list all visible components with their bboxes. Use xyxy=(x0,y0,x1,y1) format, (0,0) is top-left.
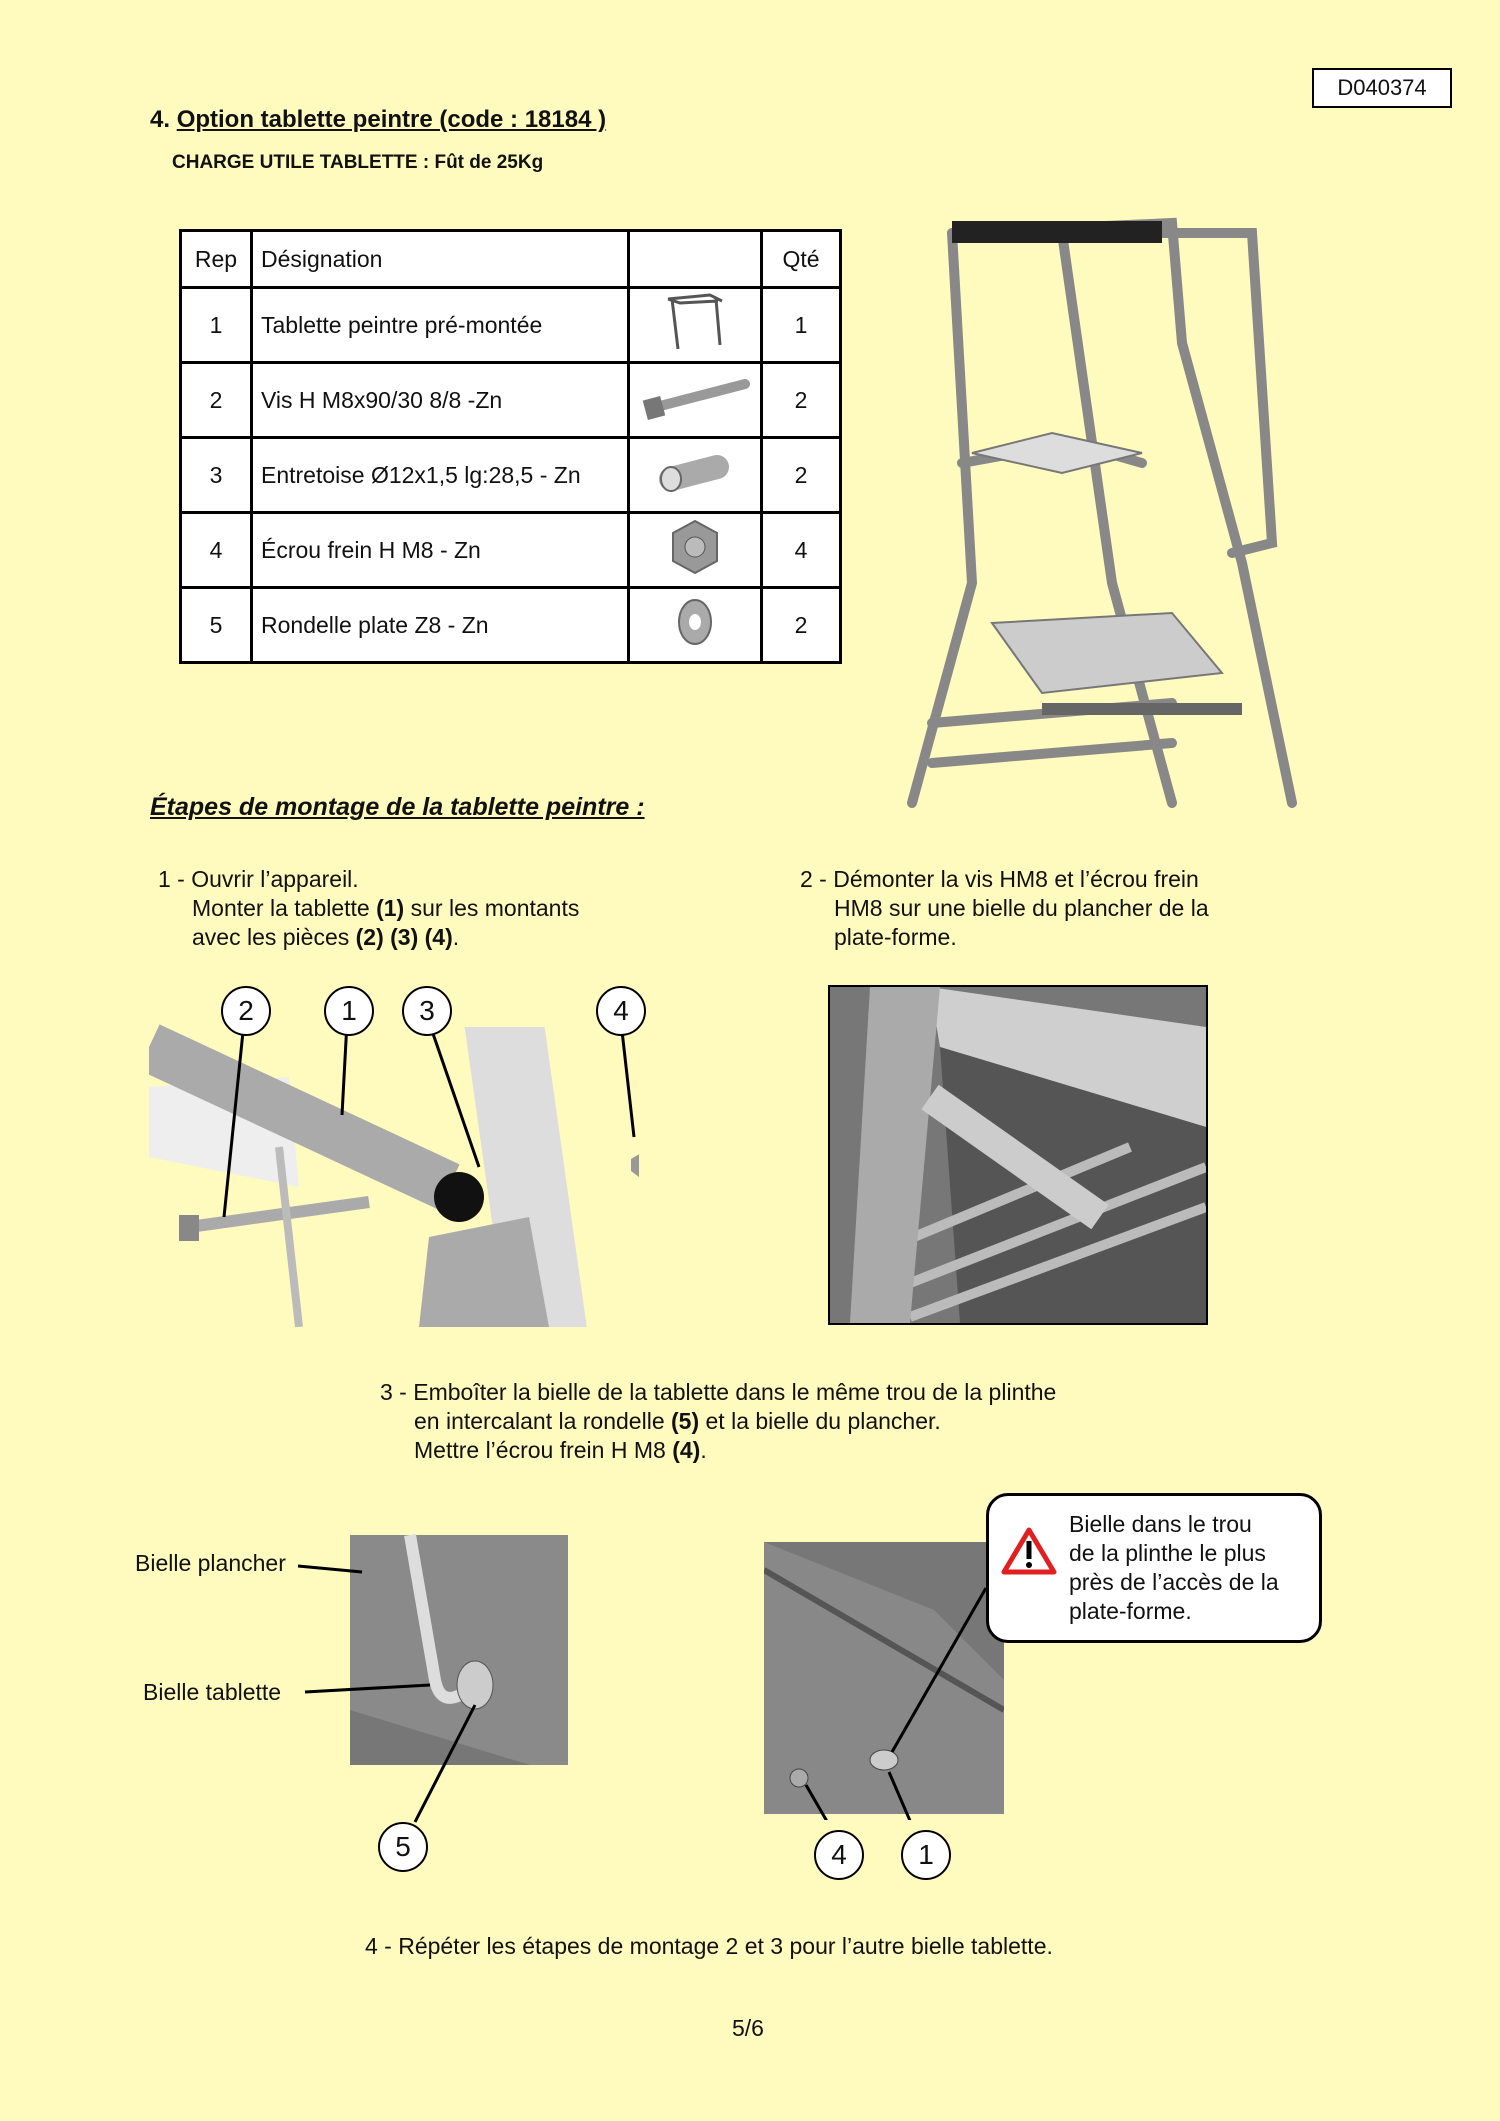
ref: (5) xyxy=(671,1408,700,1434)
step-1-line: avec les pièces (2) (3) (4). xyxy=(158,923,579,952)
qty: 2 xyxy=(760,436,842,514)
steps-heading: Étapes de montage de la tablette peintre… xyxy=(150,793,645,821)
washer-icon xyxy=(627,586,763,664)
designation: Écrou frein H M8 - Zn xyxy=(250,511,630,589)
ref: (1) xyxy=(376,895,405,921)
step-1-line: 1 - Ouvrir l’appareil. xyxy=(158,866,359,892)
tablet-frame-icon xyxy=(627,286,763,364)
rep: 5 xyxy=(179,586,253,664)
designation: Tablette peintre pré-montée xyxy=(250,286,630,364)
text: . xyxy=(700,1437,707,1463)
section-title-text: Option tablette peintre (code : 18184 ) xyxy=(176,106,607,133)
qty: 1 xyxy=(760,286,842,364)
label-bielle-plancher: Bielle plancher xyxy=(135,1550,286,1576)
warning-line: Bielle dans le trou xyxy=(1069,1511,1252,1537)
header-qty: Qté xyxy=(760,229,842,289)
ladder-illustration xyxy=(907,217,1297,808)
designation: Entretoise Ø12x1,5 lg:28,5 - Zn xyxy=(250,436,630,514)
spacer-icon xyxy=(627,436,763,514)
warning-line: plate-forme. xyxy=(1069,1598,1192,1624)
page-number: 5/6 xyxy=(732,2015,764,2041)
step-3-left-figure xyxy=(297,1533,568,1823)
warning-text: Bielle dans le trou de la plinthe le plu… xyxy=(1069,1510,1279,1626)
text: en intercalant la rondelle xyxy=(414,1408,671,1434)
section-title: 4. Option tablette peintre (code : 18184… xyxy=(150,106,606,134)
callout-2: 2 xyxy=(221,986,271,1036)
header-rep: Rep xyxy=(179,229,253,289)
callout-3: 3 xyxy=(402,986,452,1036)
ref: (4) xyxy=(672,1437,701,1463)
label-bielle-tablette: Bielle tablette xyxy=(143,1679,282,1705)
text: Monter la tablette xyxy=(192,895,377,921)
designation: Vis H M8x90/30 8/8 -Zn xyxy=(250,361,630,439)
warning-box: Bielle dans le trou de la plinthe le plu… xyxy=(986,1493,1322,1643)
step-4-text: 4 - Répéter les étapes de montage 2 et 3… xyxy=(365,1933,1053,1959)
designation: Rondelle plate Z8 - Zn xyxy=(250,586,630,664)
step-1-line: Monter la tablette (1) sur les montants xyxy=(158,894,579,923)
step-2-text: 2 - Démonter la vis HM8 et l’écrou frein… xyxy=(800,865,1209,952)
step-2-line: plate-forme. xyxy=(834,924,957,950)
warning-line: près de l’accès de la xyxy=(1069,1569,1279,1595)
ref: (2) (3) (4) xyxy=(355,924,453,950)
callout-5: 5 xyxy=(378,1822,428,1872)
text: Mettre l’écrou frein H M8 xyxy=(414,1437,673,1463)
load-capacity: CHARGE UTILE TABLETTE : Fût de 25Kg xyxy=(172,152,544,173)
text: sur les montants xyxy=(404,895,580,921)
step-3-line: Mettre l’écrou frein H M8 (4). xyxy=(380,1436,1056,1465)
step-2-line: HM8 sur une bielle du plancher de la xyxy=(834,895,1209,921)
step-3-right-figure xyxy=(764,1542,1004,1820)
callout-1: 1 xyxy=(901,1830,951,1880)
step-1-figure xyxy=(149,1021,639,1327)
callout-4: 4 xyxy=(814,1830,864,1880)
step-3-line: en intercalant la rondelle (5) et la bie… xyxy=(380,1407,1056,1436)
qty: 2 xyxy=(760,361,842,439)
document-reference: D040374 xyxy=(1312,68,1452,108)
warning-icon xyxy=(1001,1527,1057,1575)
nut-icon xyxy=(627,511,763,589)
header-designation: Désignation xyxy=(250,229,630,289)
rep: 2 xyxy=(179,361,253,439)
rep: 1 xyxy=(179,286,253,364)
rep: 4 xyxy=(179,511,253,589)
step-1-text: 1 - Ouvrir l’appareil. Monter la tablett… xyxy=(158,865,579,952)
step-3-line: 3 - Emboîter la bielle de la tablette da… xyxy=(380,1379,1057,1405)
section-number: 4. xyxy=(150,106,171,133)
bolt-icon xyxy=(627,361,763,439)
callout-1: 1 xyxy=(324,986,374,1036)
step-2-photo xyxy=(828,985,1208,1325)
header-image xyxy=(627,229,763,289)
warning-line: de la plinthe le plus xyxy=(1069,1540,1266,1566)
qty: 2 xyxy=(760,586,842,664)
qty: 4 xyxy=(760,511,842,589)
step-3-text: 3 - Emboîter la bielle de la tablette da… xyxy=(380,1378,1056,1465)
rep: 3 xyxy=(179,436,253,514)
text: . xyxy=(452,924,460,950)
callout-4: 4 xyxy=(596,986,646,1036)
text: et la bielle du plancher. xyxy=(699,1408,941,1434)
text: avec les pièces xyxy=(192,924,356,950)
step-2-line: 2 - Démonter la vis HM8 et l’écrou frein xyxy=(800,866,1199,892)
table-header: Rep Désignation Qté xyxy=(179,229,842,289)
